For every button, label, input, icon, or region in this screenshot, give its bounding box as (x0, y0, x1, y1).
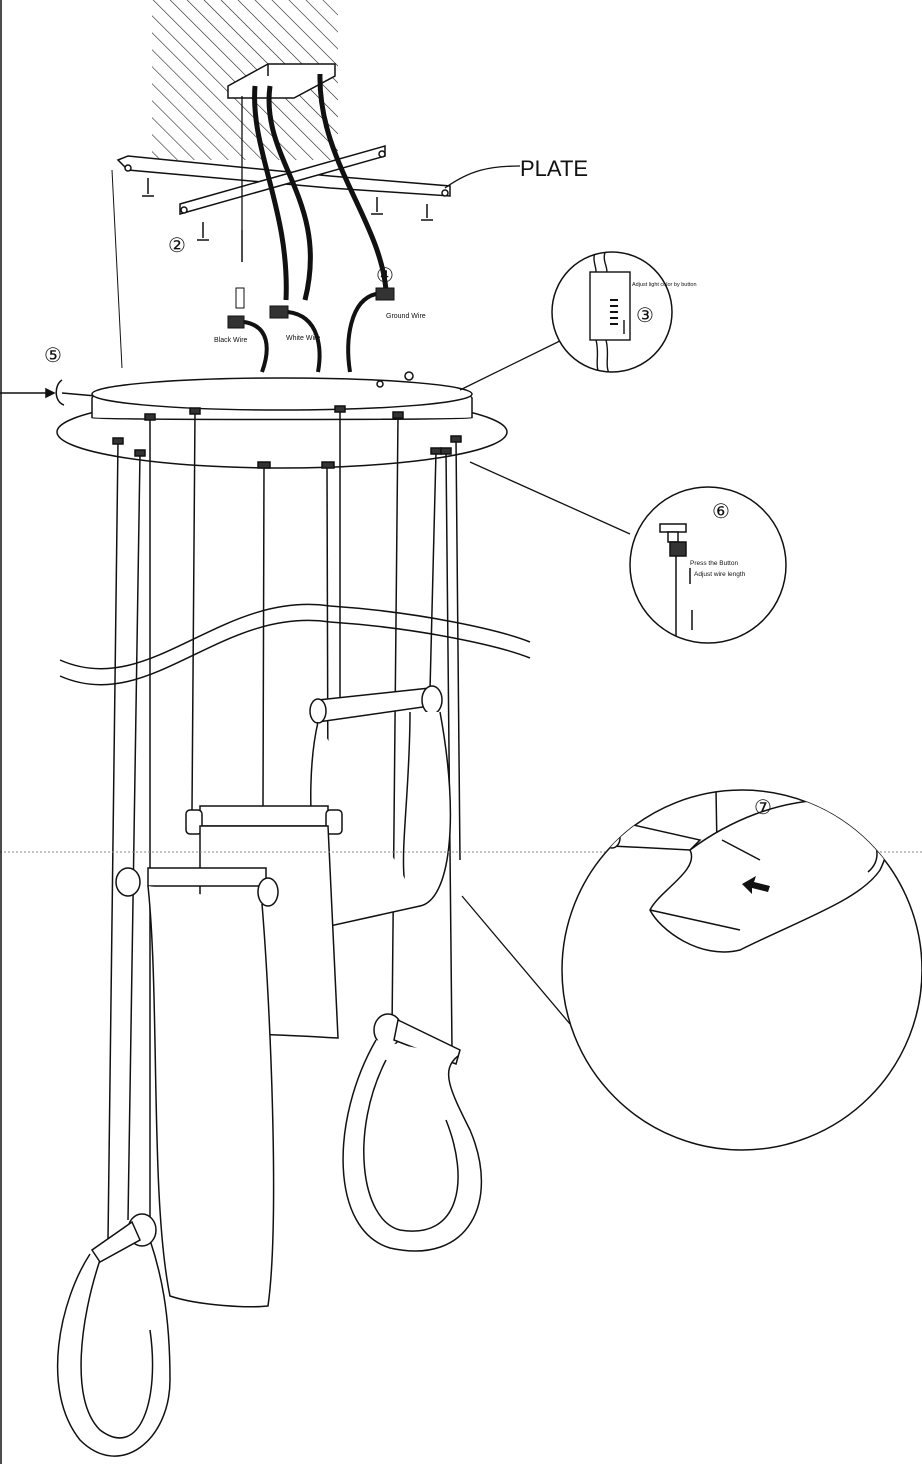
step-3-label: ③ (636, 305, 654, 327)
set-screw-arrow (0, 379, 97, 406)
ground-wire-label: Ground Wire (386, 313, 426, 320)
shade-right-teardrop (342, 1013, 483, 1252)
supply-wires (241, 73, 389, 301)
step-6-label: ⑥ (712, 501, 730, 523)
detail-circle-7: ⑦ (461, 789, 922, 1151)
black-wire-label: Black Wire (214, 337, 248, 344)
press-button-label: Press the Button (690, 560, 738, 567)
plate-label: PLATE (520, 156, 588, 181)
plate-leader (444, 165, 521, 189)
guide-line (111, 169, 123, 369)
step-7-label: ⑦ (754, 797, 772, 819)
shade-top-right (309, 685, 452, 927)
direction-arrow-icon (742, 876, 770, 894)
detail-circle-3: Adjust light color by button ③ (459, 251, 697, 391)
step-2-label: ② (168, 235, 186, 257)
plate-screws (142, 178, 433, 262)
adjust-light-label: Adjust light color by button (632, 282, 697, 288)
suspension-cables (107, 405, 462, 1241)
step-5-label: ⑤ (44, 345, 62, 367)
white-wire-label: White Wire (286, 335, 320, 342)
adjust-wire-label: Adjust wire length (694, 571, 746, 578)
detail-circle-6: ⑥ Press the Button Adjust wire length (469, 461, 787, 644)
mounting-plate (116, 145, 451, 215)
step-4-label: ④ (376, 265, 394, 287)
shade-bottom-left-teardrop (56, 1213, 171, 1457)
fixture-wires (243, 292, 377, 373)
wave-band (59, 603, 531, 686)
shade-lower-left (115, 867, 279, 1308)
